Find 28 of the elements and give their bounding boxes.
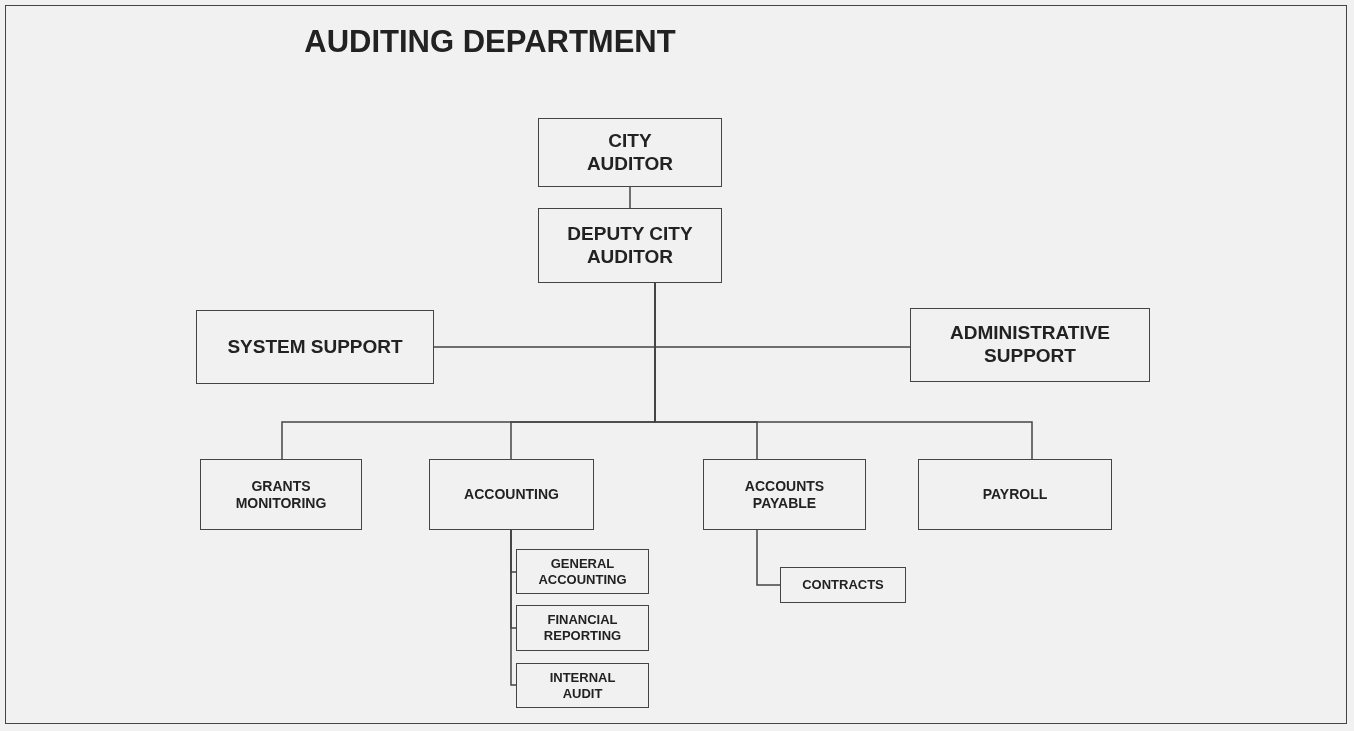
box-label: ADMINISTRATIVE SUPPORT [948,322,1112,368]
box-label: GRANTS MONITORING [234,477,328,512]
org-box [516,605,649,651]
connector-line [510,529,517,686]
box-label: INTERNAL AUDIT [548,669,617,702]
org-box [429,459,594,530]
org-box [538,118,722,187]
box-label: ACCOUNTING [464,486,559,503]
diagram-title: AUDITING DEPARTMENT [303,24,677,60]
org-box [196,310,434,384]
org-box [918,459,1112,530]
box-label: CONTRACTS [802,577,884,593]
org-box [516,663,649,708]
org-box [910,308,1150,382]
box-label: CITY AUDITOR [585,129,675,176]
box-label: FINANCIAL REPORTING [542,612,623,644]
box-label: SYSTEM SUPPORT [227,335,403,359]
connector-line [629,186,631,209]
box-label: PAYROLL [982,486,1048,503]
org-box [200,459,362,530]
org-box [780,567,906,603]
org-box [538,208,722,283]
box-label: DEPUTY CITY AUDITOR [566,222,694,269]
box-label: GENERAL ACCOUNTING [537,555,628,588]
org-box [703,459,866,530]
org-box [516,549,649,594]
connector-line [756,529,781,586]
box-label: ACCOUNTS PAYABLE [743,477,826,512]
